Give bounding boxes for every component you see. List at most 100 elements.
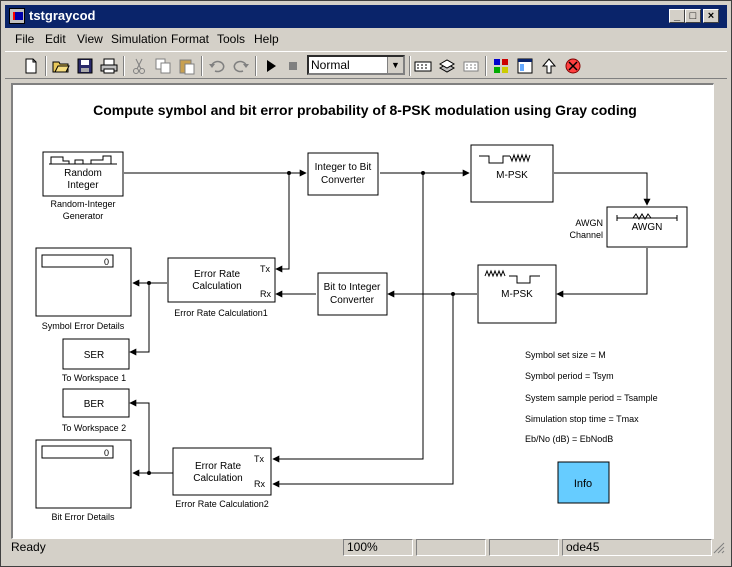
menu-view[interactable]: View: [77, 32, 103, 46]
awgn-caption-1: AWGN: [575, 218, 603, 228]
status-bar: Ready 100% ode45: [5, 538, 727, 558]
error-rate-1-label-1: Error Rate: [194, 269, 241, 280]
diagram-title: Compute symbol and bit error probability…: [93, 102, 637, 118]
awgn-noise-icon: [632, 213, 652, 220]
window-title: tstgraycod: [29, 8, 96, 23]
new-model-icon[interactable]: [21, 56, 41, 76]
chevron-down-icon[interactable]: ▼: [387, 57, 403, 73]
integer-to-bit-label-1: Integer to Bit: [315, 162, 372, 173]
model-explorer-icon[interactable]: [515, 56, 535, 76]
bit-error-caption: Bit Error Details: [51, 512, 115, 522]
ser-workspace-caption: To Workspace 1: [62, 373, 126, 383]
stop-simulation-icon[interactable]: [283, 56, 303, 76]
debug-icon[interactable]: [563, 56, 583, 76]
menu-file[interactable]: File: [15, 32, 35, 46]
menu-tools[interactable]: Tools: [217, 32, 246, 46]
mpsk-demodulator-label: M-PSK: [501, 289, 533, 300]
mpsk-modulator-label: M-PSK: [496, 170, 528, 181]
error-rate-calculation-1-block[interactable]: Error Rate Calculation Tx Rx: [167, 257, 276, 303]
signal-line-mpsk-to-awgn[interactable]: [554, 172, 651, 206]
integer-to-bit-label-2: Converter: [321, 175, 366, 186]
random-integer-label-1: Random: [64, 168, 102, 179]
signal-line-awgn-to-demod[interactable]: [556, 248, 648, 298]
signal-line-tx-to-error-rate-1[interactable]: [275, 173, 290, 273]
print-icon[interactable]: [99, 56, 119, 76]
bit-to-integer-label-1: Bit to Integer: [324, 282, 381, 293]
branch-points: [147, 171, 455, 475]
toolbar-separator: [409, 56, 411, 76]
ber-workspace-caption: To Workspace 2: [62, 423, 126, 433]
solver-name: ode45: [562, 539, 712, 556]
incremental-build-icon[interactable]: [461, 56, 481, 76]
error-rate-1-caption: Error Rate Calculation1: [174, 308, 268, 318]
note-stop-time: Simulation stop time = Tmax: [525, 414, 639, 424]
ser-workspace-label: SER: [84, 350, 105, 361]
close-button[interactable]: ×: [703, 9, 719, 23]
menu-edit[interactable]: Edit: [45, 32, 66, 46]
signal-line-rx-to-error-rate-2[interactable]: [272, 294, 454, 488]
status-panel-empty-1: [416, 539, 486, 556]
bit-error-display-block[interactable]: 0: [35, 439, 132, 509]
toolbar-separator: [255, 56, 257, 76]
error-rate-2-caption: Error Rate Calculation2: [175, 499, 269, 509]
error-rate-1-label-2: Calculation: [192, 281, 241, 292]
random-integer-caption-2: Generator: [63, 211, 104, 221]
symbol-error-display-block[interactable]: 0: [35, 247, 132, 317]
model-canvas[interactable]: Compute symbol and bit error probability…: [11, 83, 714, 539]
random-integer-block[interactable]: Random Integer: [42, 151, 124, 197]
bit-to-integer-block[interactable]: Bit to Integer Converter: [317, 272, 388, 316]
save-disk-icon[interactable]: [75, 56, 95, 76]
cut-scissors-icon[interactable]: [129, 56, 149, 76]
error-rate-2-label-2: Calculation: [193, 473, 242, 484]
menu-help[interactable]: Help: [254, 32, 279, 46]
symbol-error-caption: Symbol Error Details: [42, 321, 125, 331]
info-block-label: Info: [574, 478, 592, 490]
parameter-notes: Symbol set size = M Symbol period = Tsym…: [525, 350, 658, 444]
note-sample-period: System sample period = Tsample: [525, 393, 658, 403]
note-symbol-period: Symbol period = Tsym: [525, 371, 614, 381]
info-block[interactable]: Info: [557, 461, 610, 504]
ber-workspace-block[interactable]: BER: [62, 388, 130, 418]
bit-error-value: 0: [104, 448, 109, 458]
awgn-channel-block[interactable]: AWGN: [606, 206, 688, 248]
status-text: Ready: [11, 540, 46, 554]
bit-to-integer-label-2: Converter: [330, 295, 375, 306]
open-folder-icon[interactable]: [51, 56, 71, 76]
error-rate-2-rx-port: Rx: [254, 479, 265, 489]
random-integer-icon: [50, 155, 112, 165]
ser-workspace-block[interactable]: SER: [62, 338, 130, 370]
build-icon[interactable]: [413, 56, 433, 76]
signal-line-tx-to-error-rate-2[interactable]: [272, 173, 424, 463]
library-browser-icon[interactable]: [491, 56, 511, 76]
resize-grip-icon[interactable]: [713, 542, 725, 554]
note-ebno: Eb/No (dB) = EbNodB: [525, 434, 613, 444]
redo-arrow-icon[interactable]: [231, 56, 251, 76]
error-rate-calculation-2-block[interactable]: Error Rate Calculation Tx Rx: [172, 447, 272, 496]
simulation-mode-select[interactable]: Normal ▼: [307, 55, 405, 75]
paste-clipboard-icon[interactable]: [177, 56, 197, 76]
menu-simulation[interactable]: Simulation: [111, 32, 168, 46]
error-rate-1-tx-port: Tx: [260, 264, 270, 274]
update-diagram-icon[interactable]: [437, 56, 457, 76]
start-simulation-icon[interactable]: [261, 56, 281, 76]
signal-line-err2-to-ber[interactable]: [129, 399, 150, 473]
random-integer-label-2: Integer: [67, 180, 99, 191]
copy-icon[interactable]: [153, 56, 173, 76]
toolbar-separator: [485, 56, 487, 76]
awgn-caption-2: Channel: [569, 230, 603, 240]
go-to-parent-icon[interactable]: [539, 56, 559, 76]
mpsk-modulator-block[interactable]: M-PSK: [470, 144, 554, 203]
undo-arrow-icon[interactable]: [207, 56, 227, 76]
symbol-error-value: 0: [104, 257, 109, 267]
maximize-button[interactable]: □: [685, 9, 701, 23]
minimize-button[interactable]: _: [669, 9, 685, 23]
ber-workspace-label: BER: [84, 399, 105, 410]
random-integer-caption-1: Random-Integer: [50, 199, 115, 209]
title-bar[interactable]: tstgraycod _ □ ×: [5, 5, 727, 28]
integer-to-bit-block[interactable]: Integer to Bit Converter: [307, 152, 379, 196]
error-rate-1-rx-port: Rx: [260, 289, 271, 299]
signal-line-err1-to-ser[interactable]: [129, 283, 150, 356]
menu-format[interactable]: Format: [171, 32, 210, 46]
mpsk-demodulator-block[interactable]: M-PSK: [477, 264, 557, 324]
